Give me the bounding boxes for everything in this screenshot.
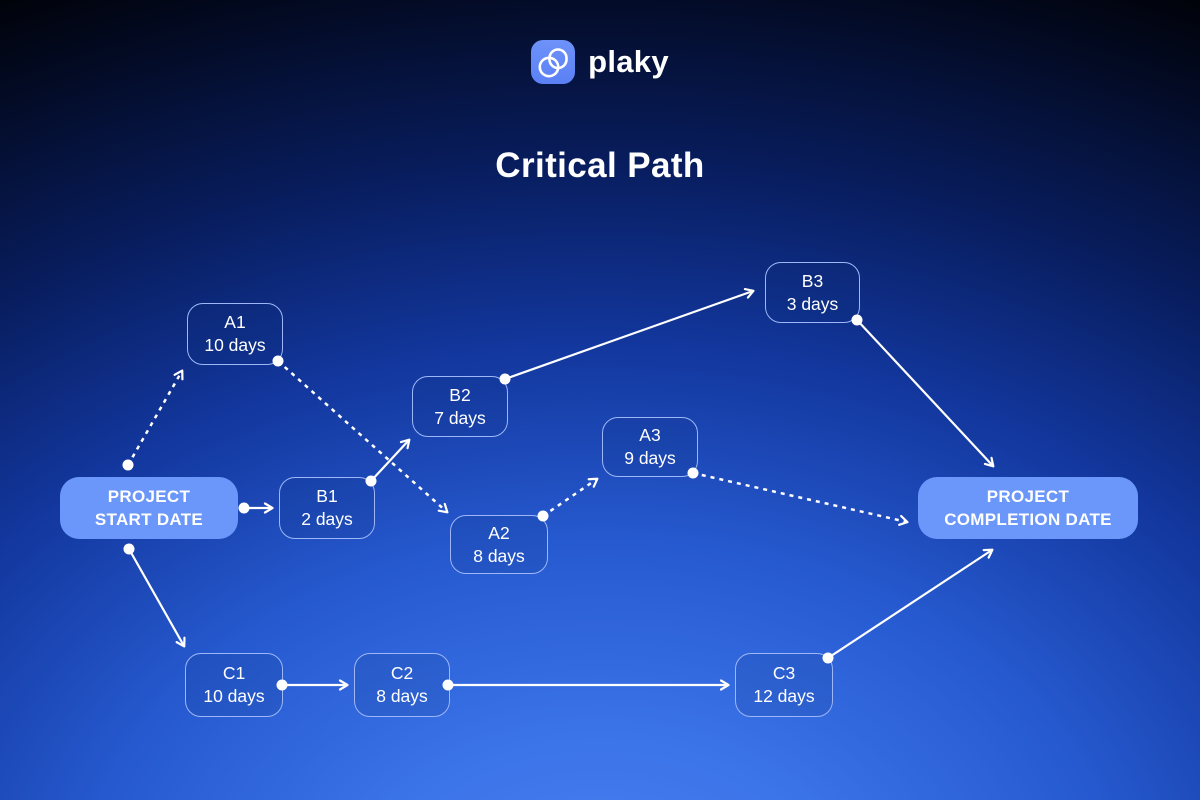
node-C2-label-line: C2: [390, 663, 414, 683]
node-C3: C3 12 days: [735, 653, 833, 717]
node-end-label-line: COMPLETION DATE: [944, 510, 1112, 529]
node-start-label-line: START DATE: [94, 510, 204, 529]
node-B2-label-line: B2: [449, 384, 471, 405]
node-A3-label-line: A3: [639, 425, 661, 445]
node-A2-label-line: 8 days: [473, 545, 525, 566]
node-C2-label-line: 8 days: [376, 686, 428, 706]
page-title: Critical Path: [495, 146, 705, 185]
node-C3-label-line: 12 days: [753, 686, 815, 706]
node-A3-label-line: 9 days: [624, 448, 676, 468]
node-B2-label-line: 7 days: [434, 407, 486, 428]
node-A1-label-line: A1: [224, 312, 246, 332]
node-C1-label-line: 10 days: [203, 686, 265, 706]
plaky-logo-wordmark: plaky: [588, 44, 669, 79]
node-B1-label-line: B1: [316, 486, 338, 506]
node-A1-label-line: 10 days: [204, 335, 266, 355]
node-B3-label-line: 3 days: [786, 293, 839, 314]
node-C3-label-line: C3: [772, 663, 796, 683]
node-B1-label-line: 2 days: [301, 509, 353, 529]
node-B1: B1 2 days: [279, 477, 375, 539]
node-C2: C2 8 days: [354, 653, 450, 717]
node-B3-label-line: B3: [801, 270, 824, 291]
plaky-logo: plaky: [0, 40, 1200, 84]
node-A3: A3 9 days: [602, 417, 698, 477]
node-A1: A1 10 days: [187, 303, 283, 365]
node-C1: C1 10 days: [185, 653, 283, 717]
node-C1-label-line: C1: [222, 663, 246, 683]
node-end: PROJECT COMPLETION DATE: [918, 477, 1138, 539]
node-A2-label-line: A2: [488, 522, 510, 543]
node-start-label-line: PROJECT: [107, 487, 191, 506]
node-end-label-line: PROJECT: [986, 487, 1070, 506]
node-start: PROJECT START DATE: [60, 477, 238, 539]
plaky-logo-icon: [531, 40, 576, 84]
